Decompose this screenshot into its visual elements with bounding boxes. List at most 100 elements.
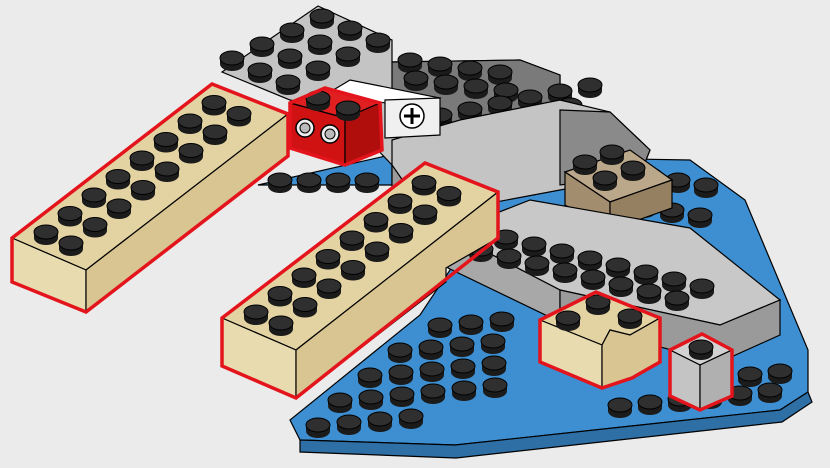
- stud: [365, 242, 389, 262]
- stud: [292, 268, 316, 288]
- stud: [178, 114, 202, 134]
- stud: [358, 368, 382, 388]
- stud: [637, 284, 661, 304]
- stud: [306, 418, 330, 438]
- stud: [82, 188, 106, 208]
- red-technic-brick: [290, 88, 382, 165]
- stud: [482, 356, 506, 376]
- stud: [464, 79, 488, 99]
- stud: [280, 23, 304, 43]
- stud: [578, 251, 602, 271]
- stud: [203, 125, 227, 145]
- stud: [450, 337, 474, 357]
- stud: [399, 409, 423, 429]
- stud: [428, 318, 452, 338]
- stud: [389, 365, 413, 385]
- stud: [154, 133, 178, 153]
- stud: [638, 395, 662, 415]
- stud: [553, 263, 577, 283]
- stud: [665, 291, 689, 311]
- stud: [388, 194, 412, 214]
- stud: [268, 173, 292, 193]
- stud: [404, 71, 428, 91]
- stud: [337, 415, 361, 435]
- stud: [421, 384, 445, 404]
- stud: [578, 78, 602, 98]
- stud: [412, 176, 436, 196]
- stud: [634, 265, 658, 285]
- stud: [420, 362, 444, 382]
- stud: [768, 364, 792, 384]
- stud: [451, 359, 475, 379]
- stud: [458, 61, 482, 81]
- stud: [130, 151, 154, 171]
- stud: [316, 250, 340, 270]
- stud: [413, 205, 437, 225]
- stud: [525, 256, 549, 276]
- stud: [336, 47, 360, 67]
- gray-brick-1x1: [670, 334, 732, 410]
- stud: [452, 381, 476, 401]
- stud: [490, 312, 514, 332]
- stud: [368, 412, 392, 432]
- stud: [550, 244, 574, 264]
- stud: [366, 33, 390, 53]
- stud: [688, 208, 712, 228]
- stud: [59, 236, 83, 256]
- stud: [317, 279, 341, 299]
- stud: [268, 287, 292, 307]
- stud: [106, 170, 130, 190]
- stud: [488, 65, 512, 85]
- stud: [483, 378, 507, 398]
- stud: [227, 107, 251, 127]
- stud: [341, 261, 365, 281]
- stud: [308, 35, 332, 55]
- stud: [328, 393, 352, 413]
- stud: [244, 305, 268, 325]
- stud: [437, 187, 461, 207]
- stud: [481, 334, 505, 354]
- stud: [131, 181, 155, 201]
- stud: [293, 298, 317, 318]
- stud: [609, 277, 633, 297]
- stud: [155, 162, 179, 182]
- tan-brick-long-left: [12, 84, 288, 312]
- stud: [459, 315, 483, 335]
- stud: [355, 173, 379, 193]
- stud: [398, 53, 422, 73]
- stud: [248, 63, 272, 83]
- stud: [428, 57, 452, 77]
- stud: [690, 279, 714, 299]
- stud: [388, 343, 412, 363]
- stud: [606, 258, 630, 278]
- stud: [202, 96, 226, 116]
- stud: [522, 237, 546, 257]
- stud: [581, 270, 605, 290]
- stud: [608, 398, 632, 418]
- stud: [340, 231, 364, 251]
- stud: [738, 367, 762, 387]
- stud: [390, 387, 414, 407]
- stud: [310, 9, 334, 29]
- stud: [58, 207, 82, 227]
- stud: [107, 199, 131, 219]
- stud: [326, 173, 350, 193]
- stud: [34, 225, 58, 245]
- stud: [220, 51, 244, 71]
- stud: [497, 249, 521, 269]
- stud: [662, 272, 686, 292]
- stud: [83, 218, 107, 238]
- stud: [419, 340, 443, 360]
- stud: [278, 49, 302, 69]
- stud: [276, 75, 300, 95]
- stud: [364, 213, 388, 233]
- stud: [338, 21, 362, 41]
- stud: [758, 383, 782, 403]
- stud: [306, 61, 330, 81]
- stud: [359, 390, 383, 410]
- stud: [389, 224, 413, 244]
- stud: [297, 173, 321, 193]
- stud: [269, 316, 293, 336]
- stud: [434, 75, 458, 95]
